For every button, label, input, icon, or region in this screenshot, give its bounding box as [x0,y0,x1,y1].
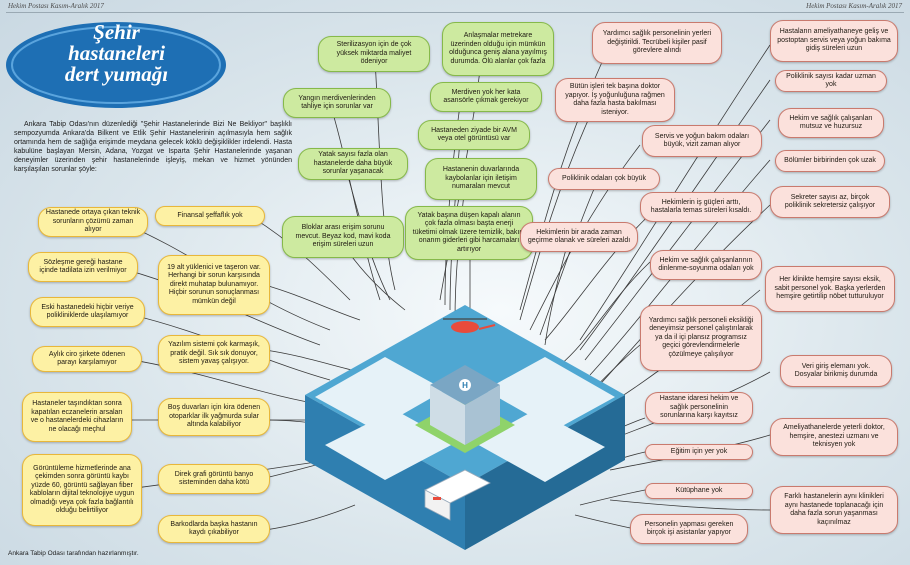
issue-bubble: Poliklinik sayısı kadar uzman yok [775,70,887,92]
header-left: Hekim Postası Kasım-Aralık 2017 [8,2,104,10]
issue-bubble: Poliklinik odaları çok büyük [548,168,660,190]
issue-bubble: Bloklar arası erişim sorunu mevcut. Beya… [282,216,404,258]
issue-bubble: Hekimlerin bir arada zaman geçirme olana… [520,222,638,252]
issue-bubble: Servis ve yoğun bakım odaları büyük, viz… [642,125,762,157]
issue-bubble: Veri giriş elemanı yok. Dosyalar birikmi… [780,355,892,387]
issue-bubble: Yardımcı sağlık personelinin yerleri değ… [592,22,722,64]
issue-bubble: Boş duvarları için kira ödenen otoparkla… [158,398,270,436]
title-line-3: dert yumağı [64,62,169,86]
helicopter-icon [443,318,496,333]
issue-bubble: Finansal şeffaflık yok [155,206,265,226]
issue-bubble: 19 alt yüklenici ve taşeron var. Herhang… [158,255,270,315]
issue-bubble: Hekim ve sağlık çalışanları mutsuz ve hu… [778,108,884,138]
issue-bubble: Sterilizasyon için de çok yüksek miktard… [318,36,430,72]
issue-bubble: Görüntüleme hizmetlerinde ana çekimden s… [22,454,142,526]
issue-bubble: Barkodlarda başka hastanın kaydı çıkabil… [158,515,270,543]
issue-bubble: Bütün işleri tek başına doktor yapıyor. … [555,78,675,122]
credit-line: Ankara Tabip Odası tarafından hazırlanmı… [8,550,139,557]
issue-bubble: Yardımcı sağlık personeli eksikliği dene… [640,305,762,371]
issue-bubble: Merdiven yok her kata asansörle çıkmak g… [430,82,542,112]
issue-bubble: Aylık ciro şirkete ödenen parayı karşıla… [32,346,142,372]
issue-bubble: Hastane idaresi hekim ve sağlık personel… [645,392,753,424]
issue-bubble: Sekreter sayısı az, birçok poliklinik se… [770,186,890,218]
issue-bubble: Hekimlerin iş güçleri arttı, hastalarla … [640,192,762,222]
ward-room [485,357,615,430]
issue-bubble: Her klinikte hemşire sayısı eksik, sabit… [765,266,895,312]
issue-bubble: Yangın merdivenlerinden tahliye için sor… [283,88,391,118]
hospital-scene: H [305,305,625,550]
issue-bubble: Direk grafi görüntü banyo sisteminden da… [158,464,270,494]
title-line-2: hastaneleri [68,41,165,65]
title-badge [6,22,226,108]
issue-bubble: Yatak sayısı fazla olan hastanelerde dah… [298,148,408,180]
issue-bubble: Hastaneden ziyade bir AVM veya otel görü… [418,120,530,150]
header-divider [6,12,904,13]
issue-bubble: Kütüphane yok [645,483,753,499]
issue-bubble: Yatak başına düşen kapalı alanın çok faz… [405,206,533,260]
issue-bubble: Anlaşmalar metrekare üzerinden olduğu iç… [442,22,554,76]
header-right: Hekim Postası Kasım-Aralık 2017 [806,2,902,10]
hospital-building-icon: H [415,365,515,453]
issue-bubble: Hastanede ortaya çıkan teknik sorunların… [38,207,148,237]
issue-bubble: Sözleşme gereği hastane içinde tadilata … [28,252,138,282]
ambulance-icon [424,469,491,521]
issue-bubble: Hastaneler taşındıktan sonra kapatılan e… [22,392,132,442]
issue-bubble: Hekim ve sağlık çalışanlarının dinlenme-… [650,250,762,280]
issue-bubble: Eğitim için yer yok [645,444,753,460]
issue-bubble: Bölümler birbirinden çok uzak [775,150,885,172]
svg-text:H: H [462,381,468,390]
issue-bubble: Hastaların ameliyathaneye geliş ve posto… [770,20,898,62]
issue-bubble: Farklı hastanelerin aynı klinikleri aynı… [770,486,898,534]
issue-bubble: Hastanenin duvarlarında kaybolanlar için… [425,158,537,200]
issue-bubble: Ameliyathanelerde yeterli doktor, hemşir… [770,418,898,456]
lab-room [315,357,445,430]
issue-bubble: Eski hastanedeki hiçbir veriye poliklini… [30,297,145,327]
title-line-1: Şehir [93,20,140,44]
intro-paragraph: Ankara Tabip Odası'nın düzenlediği "Şehi… [14,121,292,173]
issue-bubble: Personelin yapması gereken birçok işi as… [630,514,748,544]
page-title: Şehir hastaneleri dert yumağı [14,22,219,85]
issue-bubble: Yazılım sistemi çok karmaşık, pratik değ… [158,335,270,373]
